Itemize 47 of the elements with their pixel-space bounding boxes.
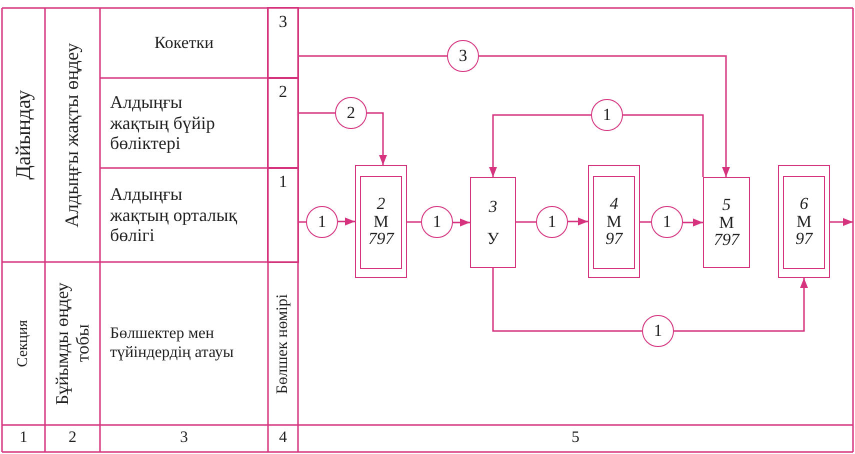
part-number-circle: 3 xyxy=(447,40,479,72)
part-number: 2 xyxy=(267,77,299,169)
arrow xyxy=(674,278,808,332)
arrow xyxy=(453,218,470,226)
column-number: 1 xyxy=(20,429,28,448)
arrow xyxy=(830,218,853,226)
column-number: 5 xyxy=(572,429,580,448)
connector-line xyxy=(623,114,704,177)
column-heading: Бөлшек нөмірі xyxy=(274,294,292,394)
arrow xyxy=(367,112,387,165)
column-heading: Бөлшектер мен түйіндердің атауы xyxy=(110,325,235,362)
arrow xyxy=(489,114,591,177)
column-number: 2 xyxy=(68,429,76,448)
operation-box: 3 У xyxy=(470,177,516,268)
operation-box: 2 М 797 xyxy=(355,165,407,278)
arrow xyxy=(683,218,703,226)
operation-box: 5 М 797 xyxy=(703,177,750,268)
part-name: Кокетки xyxy=(154,33,214,53)
part-number-circle: 1 xyxy=(421,206,453,238)
arrow xyxy=(568,218,588,226)
part-number-circle: 2 xyxy=(335,97,367,129)
part-number-circle: 1 xyxy=(306,206,338,238)
part-number: 3 xyxy=(267,7,299,79)
arrow xyxy=(338,218,355,226)
arrow xyxy=(479,55,730,177)
operation-box: 4 М 97 xyxy=(588,165,640,278)
part-number-circle: 1 xyxy=(536,206,568,238)
column-heading: Секция xyxy=(14,320,32,368)
connector-line xyxy=(640,221,651,223)
column-heading: Бұйымды өңдеу тобы xyxy=(52,281,94,407)
connector-line xyxy=(516,221,536,223)
connector-line xyxy=(492,268,642,332)
part-name: Алдыңғы жақтың бүйір бөліктері xyxy=(110,92,216,154)
connector-line xyxy=(298,112,335,114)
section-name: Дайындау xyxy=(11,90,36,180)
connector-line xyxy=(298,221,306,223)
part-name: Алдыңғы жақтың орталық бөлігі xyxy=(110,184,238,246)
column-number: 3 xyxy=(180,429,188,448)
connector-line xyxy=(298,55,447,57)
part-number-circle: 1 xyxy=(642,315,674,347)
part-number-circle: 1 xyxy=(651,206,683,238)
group-name: Алдыңғы жақты өңдеу xyxy=(62,42,84,228)
operation-box: 6 М 97 xyxy=(778,165,830,278)
column-number: 4 xyxy=(279,429,287,448)
connector-line xyxy=(407,221,421,223)
part-number: 1 xyxy=(267,167,299,263)
part-number-circle: 1 xyxy=(591,99,623,131)
